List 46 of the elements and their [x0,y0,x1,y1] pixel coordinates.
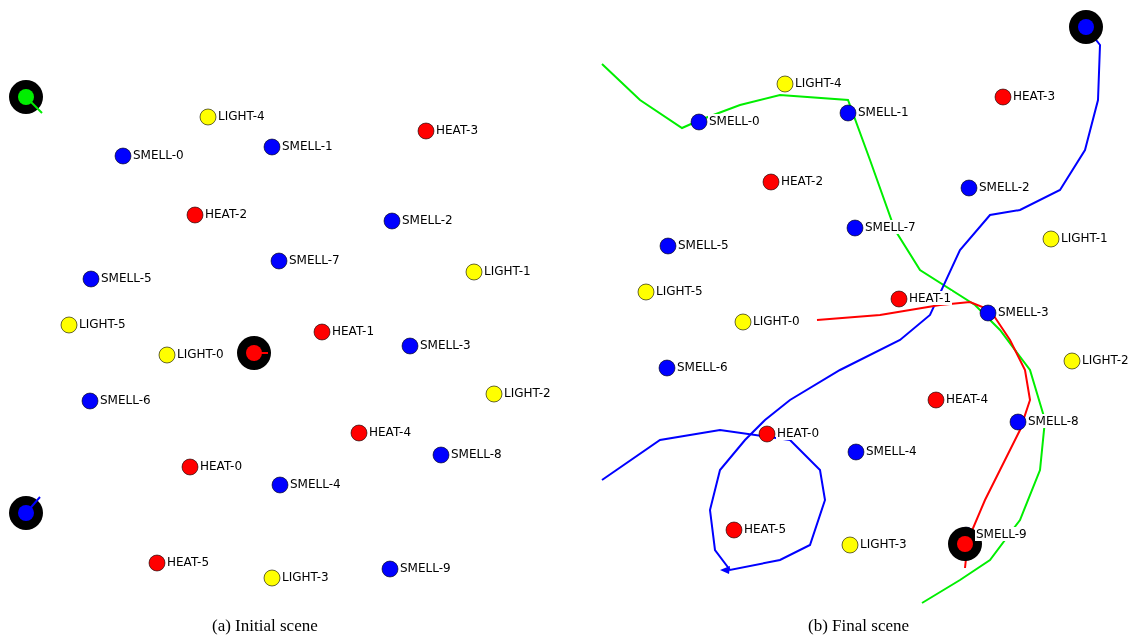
point-label: SMELL-5 [677,238,730,252]
point-label: LIGHT-4 [794,76,843,90]
point-label: HEAT-5 [743,522,788,536]
point-label: HEAT-4 [945,392,990,406]
point-label: SMELL-8 [450,447,503,461]
point-label: LIGHT-0 [176,347,225,361]
point-label: HEAT-2 [780,174,825,188]
point-label: LIGHT-4 [217,109,266,123]
point-label: SMELL-9 [975,527,1028,541]
point-label: SMELL-0 [708,114,761,128]
point-label: LIGHT-3 [859,537,908,551]
point-label: HEAT-3 [1012,89,1057,103]
point-label: SMELL-1 [857,105,910,119]
point-label: HEAT-2 [204,207,249,221]
point-label: HEAT-5 [166,555,211,569]
point-label: LIGHT-5 [78,317,127,331]
point-label: SMELL-3 [419,338,472,352]
point-label: SMELL-2 [978,180,1031,194]
point-label: SMELL-0 [132,148,185,162]
point-label: LIGHT-2 [503,386,552,400]
point-label: LIGHT-1 [1060,231,1109,245]
point-label: SMELL-6 [99,393,152,407]
figure-caption: (a) Initial scene [212,616,318,636]
point-label: HEAT-3 [435,123,480,137]
point-label: SMELL-5 [100,271,153,285]
point-label: SMELL-1 [281,139,334,153]
figure-caption: (b) Final scene [808,616,910,636]
point-label: SMELL-7 [288,253,341,267]
point-label: HEAT-4 [368,425,413,439]
point-label: SMELL-8 [1027,414,1080,428]
point-label: SMELL-7 [864,220,917,234]
point-label: SMELL-4 [289,477,342,491]
point-label: LIGHT-1 [483,264,532,278]
point-label: SMELL-6 [676,360,729,374]
point-label: LIGHT-2 [1081,353,1130,367]
point-label: LIGHT-0 [752,314,801,328]
point-label: SMELL-4 [865,444,918,458]
point-label: SMELL-2 [401,213,454,227]
point-label: HEAT-1 [331,324,376,338]
point-label: HEAT-0 [776,426,821,440]
point-label: SMELL-9 [399,561,452,575]
point-label: HEAT-1 [908,291,953,305]
point-label: HEAT-0 [199,459,244,473]
point-label: LIGHT-3 [281,570,330,584]
point-label: SMELL-3 [997,305,1050,319]
point-label: LIGHT-5 [655,284,704,298]
